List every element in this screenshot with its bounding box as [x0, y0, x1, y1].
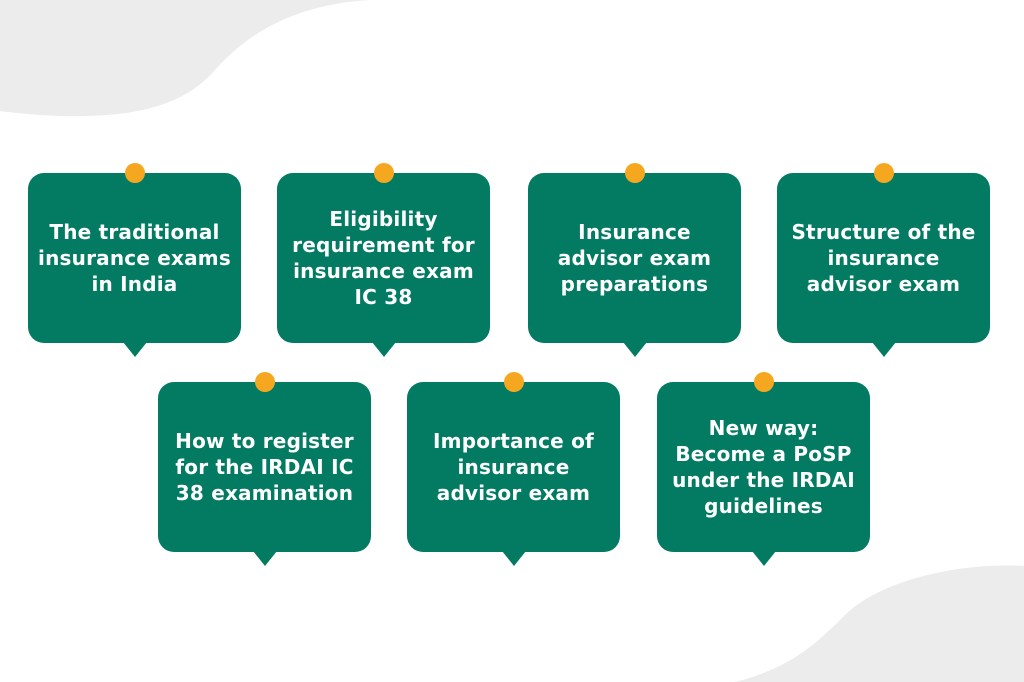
card-dot	[373, 163, 394, 183]
card-pointer	[252, 551, 277, 566]
card-text: Insurance advisor exam preparations	[557, 220, 712, 296]
card-dot	[254, 372, 275, 392]
card-text: Eligibility requirement for insurance ex…	[292, 207, 475, 309]
card-text: Structure of the insurance advisor exam	[791, 220, 976, 296]
top-left-wave-shape	[0, 0, 370, 117]
card-dot	[624, 163, 645, 183]
card-dot	[124, 163, 145, 183]
topic-card-exam-importance: Importance of insurance advisor exam	[407, 372, 620, 566]
card-text: How to register for the IRDAI IC 38 exam…	[175, 429, 354, 505]
bottom-right-wave-shape	[735, 565, 1024, 682]
card-pointer	[122, 342, 147, 357]
card-pointer	[751, 551, 776, 566]
card-dot	[753, 372, 774, 392]
topic-card-exam-preparations: Insurance advisor exam preparations	[528, 163, 741, 357]
topic-card-posp: New way: Become a PoSP under the IRDAI g…	[657, 372, 870, 566]
card-text: The traditional insurance exams in India	[38, 220, 231, 296]
topic-card-traditional-exams: The traditional insurance exams in India	[28, 163, 241, 357]
topic-card-eligibility: Eligibility requirement for insurance ex…	[277, 163, 490, 357]
card-dot	[503, 372, 524, 392]
card-pointer	[622, 342, 647, 357]
card-pointer	[871, 342, 896, 357]
card-dot	[873, 163, 894, 183]
card-pointer	[371, 342, 396, 357]
card-text: Importance of insurance advisor exam	[433, 429, 594, 505]
topic-card-registration: How to register for the IRDAI IC 38 exam…	[158, 372, 371, 566]
card-pointer	[501, 551, 526, 566]
card-text: New way: Become a PoSP under the IRDAI g…	[672, 416, 855, 518]
topic-card-exam-structure: Structure of the insurance advisor exam	[777, 163, 990, 357]
